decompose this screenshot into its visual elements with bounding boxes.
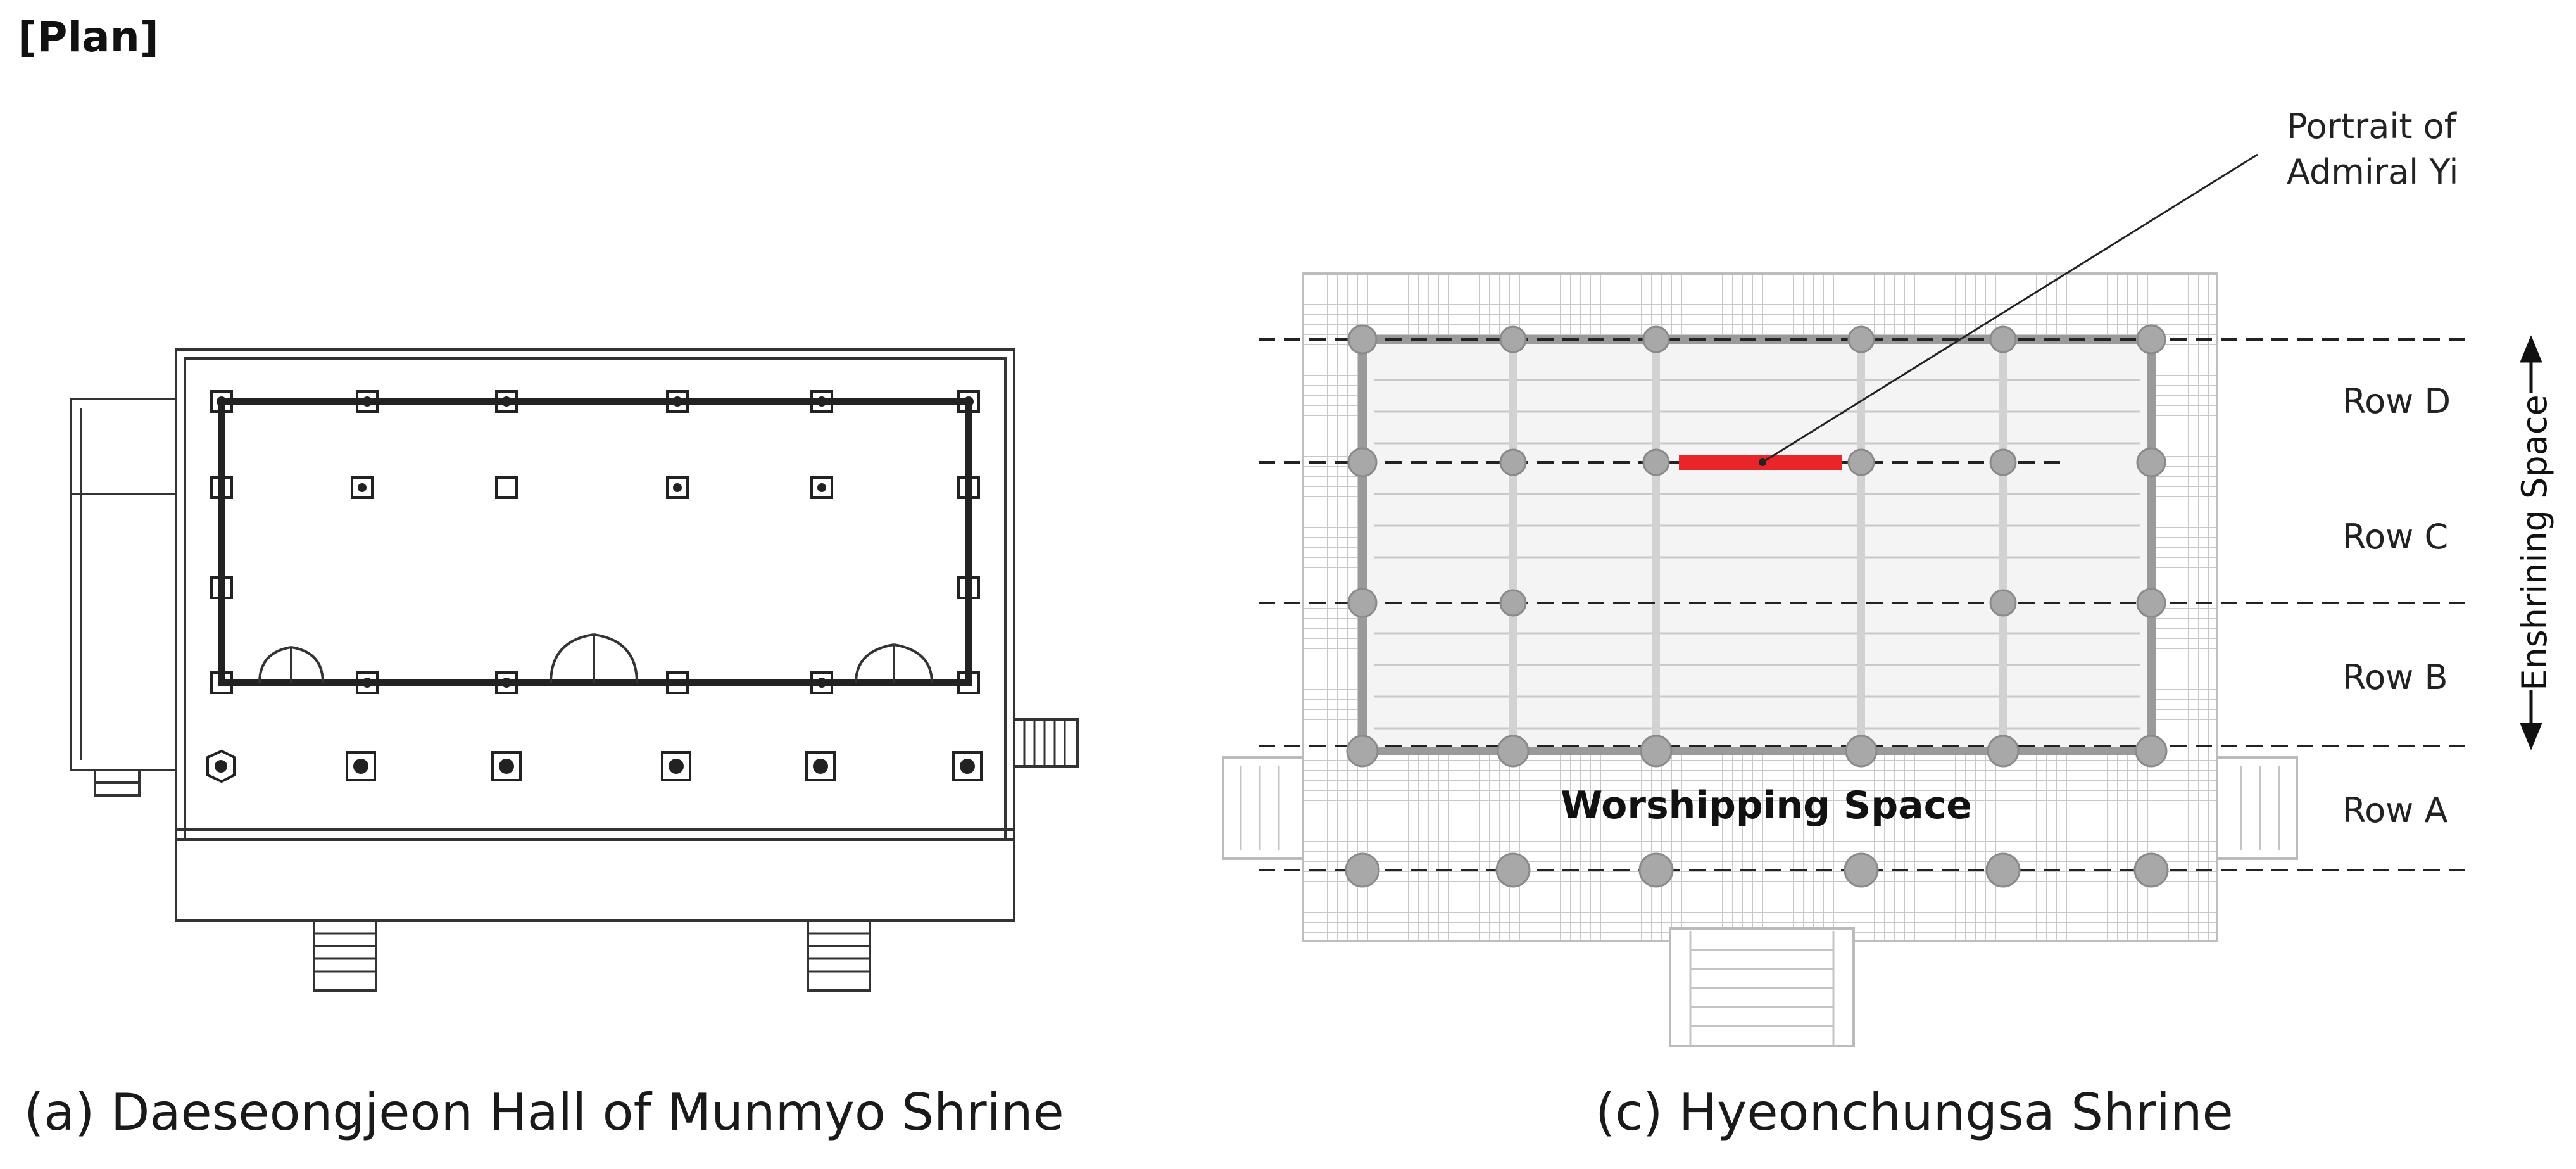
a-column-core (358, 483, 367, 492)
c-row-label-d: Row D (2342, 381, 2451, 421)
a-column-core (362, 678, 372, 688)
c-column (1640, 735, 1673, 768)
c-column (1845, 735, 1878, 768)
a-column-core (501, 678, 512, 688)
c-enshrining-room (1358, 335, 2156, 755)
c-column (1989, 325, 2017, 353)
a-column-core (673, 483, 682, 492)
c-portrait-leader-dot (1759, 458, 1766, 466)
a-column (810, 476, 833, 499)
a-column (666, 390, 689, 413)
a-column (666, 671, 689, 694)
c-column (1642, 325, 1670, 353)
c-column (1495, 852, 1531, 888)
a-column-core (817, 678, 827, 688)
c-column (1345, 852, 1380, 888)
c-enshrining-arrow-head-up (2520, 335, 2542, 363)
a-column (810, 671, 833, 694)
c-column (1987, 735, 2020, 768)
caption-a: (a) Daeseongjeon Hall of Munmyo Shrine (24, 1083, 1064, 1142)
c-enshrining-label: Enshrining Space (2515, 395, 2554, 690)
a-column (495, 476, 518, 499)
c-column (1638, 852, 1674, 888)
a-column (346, 751, 376, 781)
c-column (2136, 447, 2166, 477)
c-column (2136, 324, 2166, 355)
a-column (495, 671, 518, 694)
c-column (1847, 448, 1875, 476)
a-column (356, 671, 379, 694)
a-column (210, 390, 233, 413)
c-column (1844, 852, 1879, 888)
c-row-label-c: Row C (2342, 517, 2448, 557)
a-column (495, 390, 518, 413)
c-column (1847, 325, 1875, 353)
a-column-core (813, 759, 828, 774)
c-portrait-leader-line (1762, 153, 2258, 464)
c-railing-left (1222, 756, 1304, 860)
a-column (957, 671, 980, 694)
a-column-core (499, 759, 514, 774)
page-heading: [Plan] (18, 13, 159, 61)
c-column (1347, 447, 1378, 477)
a-column-core (672, 396, 682, 407)
a-column (810, 390, 833, 413)
c-enshrining-arrow-head-down (2520, 723, 2542, 750)
a-column (210, 576, 233, 599)
c-column (1497, 735, 1530, 768)
a-door-swing-left (258, 646, 324, 683)
a-column (957, 576, 980, 599)
a-front-stairs-left (313, 919, 377, 992)
a-column (491, 751, 522, 781)
a-column (206, 749, 236, 783)
c-column (1499, 589, 1527, 617)
c-worshipping-label: Worshipping Space (1561, 783, 1972, 828)
caption-c: (c) Hyeonchungsa Shrine (1595, 1083, 2234, 1142)
a-column-core (215, 760, 227, 773)
a-column-core (501, 396, 512, 407)
a-front-stairs-right (807, 919, 871, 992)
c-column (1642, 448, 1670, 476)
c-row-label-b: Row B (2342, 657, 2448, 697)
a-column (210, 476, 233, 499)
c-portrait-label-line2: Admiral Yi (2287, 152, 2458, 192)
c-column (1347, 588, 1378, 618)
a-column-core (217, 396, 227, 407)
a-column (356, 390, 379, 413)
a-column (666, 476, 689, 499)
c-column (1989, 589, 2017, 617)
a-column (805, 751, 836, 781)
a-column (351, 476, 374, 499)
a-column-core (362, 396, 372, 407)
a-column (957, 390, 980, 413)
c-column (1985, 852, 2021, 888)
c-portrait-label-line1: Portrait of (2287, 106, 2458, 146)
c-column (2133, 852, 2169, 888)
a-column-core (960, 759, 975, 774)
a-column (952, 751, 983, 781)
c-column (2136, 588, 2166, 618)
a-column-core (353, 759, 368, 774)
a-column-core (817, 396, 827, 407)
a-door-swing-center (550, 633, 638, 683)
a-column (210, 671, 233, 694)
c-row-label-a: Row A (2342, 790, 2447, 830)
a-column-core (669, 759, 684, 774)
a-column-core (964, 396, 974, 407)
a-door-swing-right (855, 643, 933, 683)
a-right-steps (1013, 718, 1079, 768)
c-column (1347, 324, 1378, 355)
c-railing-right (2216, 756, 2298, 860)
a-column (661, 751, 691, 781)
c-column (1989, 448, 2017, 476)
c-column (1499, 448, 1527, 476)
a-column (957, 476, 980, 499)
c-column (2135, 735, 2168, 768)
a-column-core (817, 483, 826, 492)
c-column (1499, 325, 1527, 353)
c-column (1346, 735, 1379, 768)
